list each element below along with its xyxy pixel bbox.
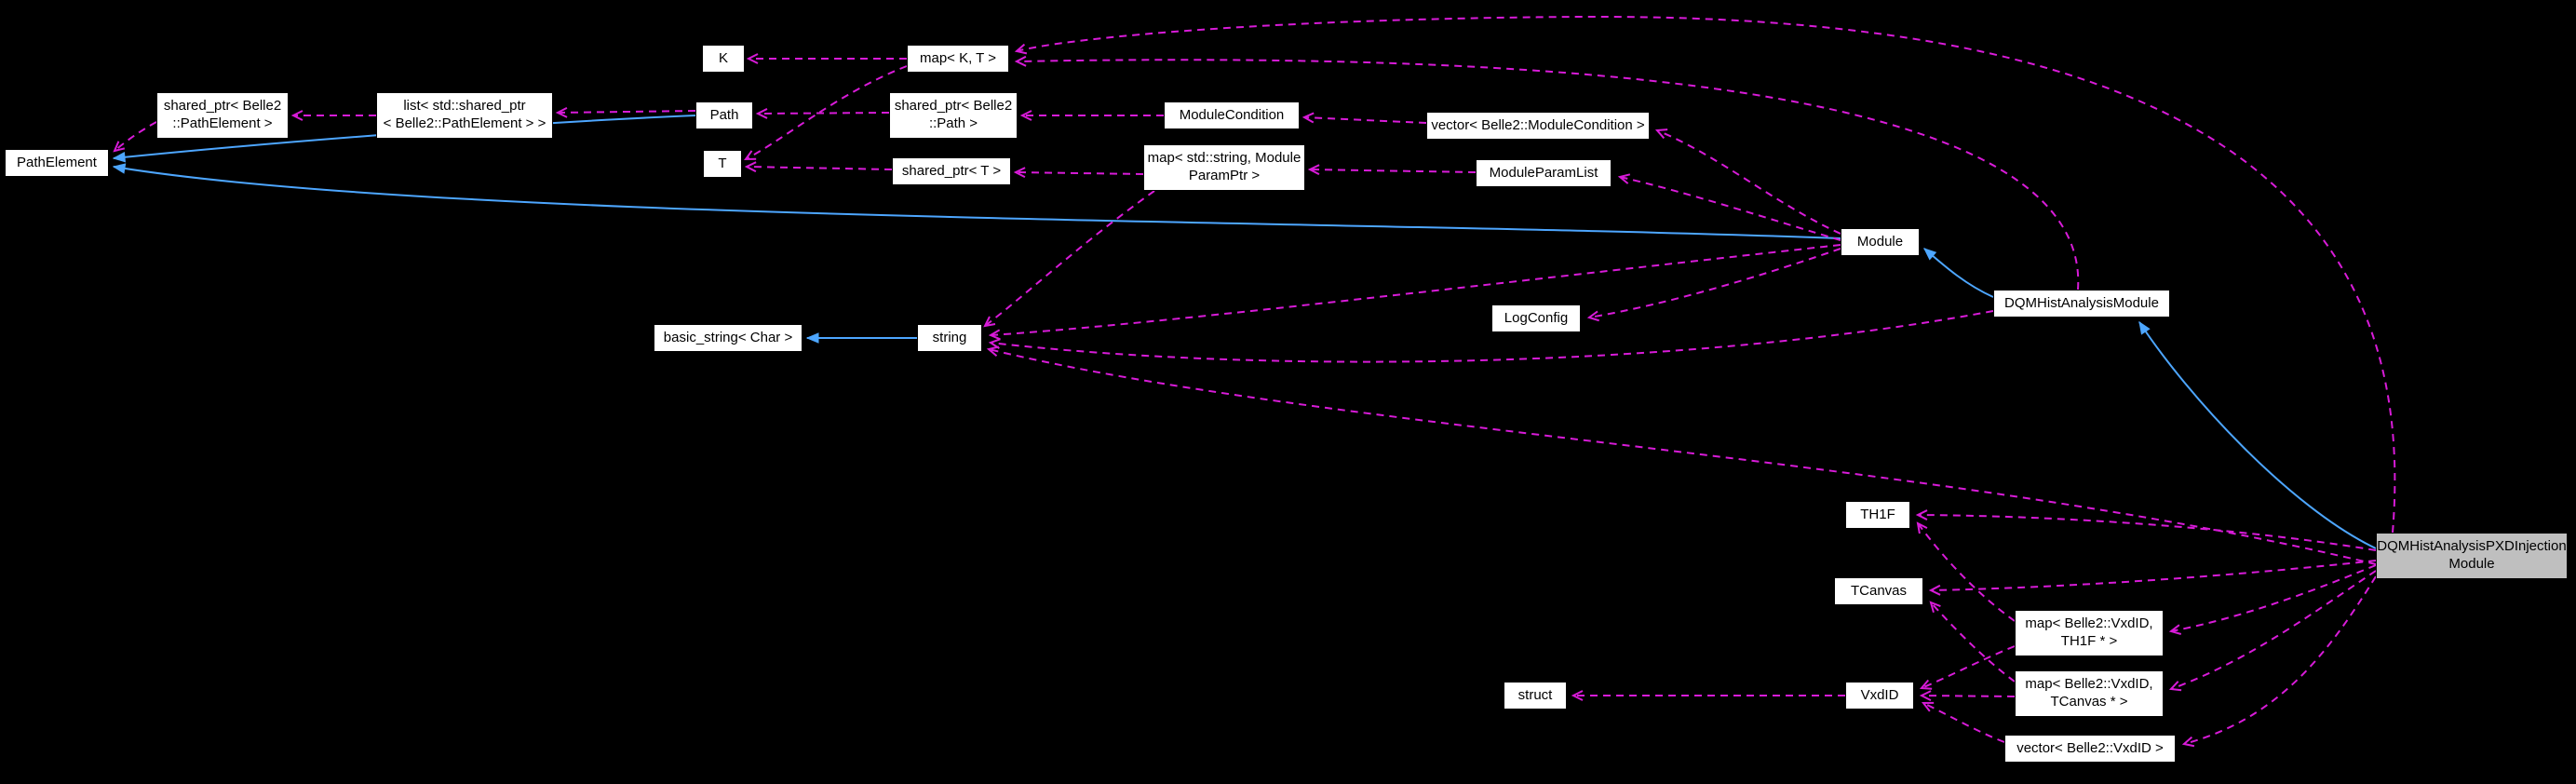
edge-module-inherits-pathelement [112, 163, 1841, 239]
node-struct[interactable]: struct [1504, 682, 1567, 710]
edge-sppath-uses-path [755, 108, 890, 119]
edge-mpl-uses-mapstr [1307, 164, 1477, 176]
edge-vecvxdid-uses-vxdid [1921, 701, 2005, 743]
edge-pxdinj-uses-maptcanvas [2168, 570, 2377, 692]
node-th1f[interactable]: TH1F [1845, 501, 1910, 529]
edge-pxdinj-uses-th1f [1915, 509, 2377, 551]
edge-spt-uses-t [744, 161, 893, 173]
node-dqmhistanalysismodule[interactable]: DQMHistAnalysisModule [1993, 290, 2170, 318]
node-basic-string-char[interactable]: basic_string< Char > [654, 324, 802, 352]
node-path[interactable]: Path [695, 101, 753, 129]
edge-pxdinj-uses-mapth1f [2168, 564, 2377, 635]
edge-pxdinj-inherits-dqmham [2138, 320, 2377, 549]
edge-module-uses-string [988, 244, 1841, 341]
node-tcanvas[interactable]: TCanvas [1834, 577, 1923, 605]
node-k[interactable]: K [702, 45, 745, 73]
node-vector-modulecondition[interactable]: vector< Belle2::ModuleCondition > [1426, 112, 1650, 140]
node-map-vxdid-tcanvas[interactable]: map< Belle2::VxdID, TCanvas * > [2015, 670, 2164, 717]
node-moduleparamlist[interactable]: ModuleParamList [1476, 159, 1612, 187]
edge-maptcanvas-uses-tcanvas [1929, 601, 2016, 683]
edge-pxdinj-uses-string [986, 345, 2377, 565]
edge-dqmham-uses-string [988, 310, 1994, 363]
edge-mapkt-uses-t [744, 65, 908, 161]
edge-module-uses-vecmc [1654, 128, 1841, 235]
edge-pxdinj-uses-vecvxdid [2181, 575, 2377, 748]
node-vxdid[interactable]: VxdID [1845, 682, 1914, 710]
node-shared-ptr-pathelement[interactable]: shared_ptr< Belle2 ::PathElement > [156, 92, 289, 139]
node-string[interactable]: string [917, 324, 982, 352]
edge-module-uses-logconfig [1586, 248, 1841, 322]
edge-module-uses-mpl [1617, 173, 1841, 241]
edge-pxdinj-uses-mapkt [1014, 15, 2396, 534]
node-map-vxdid-th1f[interactable]: map< Belle2::VxdID, TH1F * > [2015, 610, 2164, 656]
node-map-k-t[interactable]: map< K, T > [907, 45, 1009, 73]
edge-dqmham-uses-mapkt [1014, 55, 2080, 291]
node-shared-ptr-t[interactable]: shared_ptr< T > [892, 157, 1011, 185]
edge-dqmham-inherits-module [1923, 248, 1994, 298]
node-modulecondition[interactable]: ModuleCondition [1164, 101, 1300, 129]
node-shared-ptr-path[interactable]: shared_ptr< Belle2 ::Path > [889, 92, 1018, 139]
node-map-string-moduleparamptr[interactable]: map< std::string, Module ParamPtr > [1143, 144, 1305, 191]
edge-mapth1f-uses-vxdid [1919, 645, 2016, 690]
node-dqmhistanalysispxdinjectionmodule[interactable]: DQMHistAnalysisPXDInjection Module [2376, 533, 2568, 579]
edge-mapstr-uses-string [983, 190, 1155, 328]
node-logconfig[interactable]: LogConfig [1491, 304, 1581, 332]
edge-vecmc-uses-modulecondition [1301, 112, 1427, 124]
edge-pxdinj-uses-tcanvas [1928, 560, 2377, 596]
edge-path-uses-list [555, 106, 696, 118]
node-list-shared-ptr-pathelement[interactable]: list< std::shared_ptr < Belle2::PathElem… [376, 92, 553, 139]
edge-sppe-uses-pathelement [113, 121, 157, 153]
edge-mapth1f-uses-th1f [1916, 521, 2016, 622]
node-vector-vxdid[interactable]: vector< Belle2::VxdID > [2004, 735, 2176, 763]
node-module[interactable]: Module [1841, 228, 1920, 256]
node-pathelement[interactable]: PathElement [5, 149, 109, 177]
edge-mapstr-uses-spt [1013, 167, 1144, 179]
node-t[interactable]: T [703, 150, 742, 178]
